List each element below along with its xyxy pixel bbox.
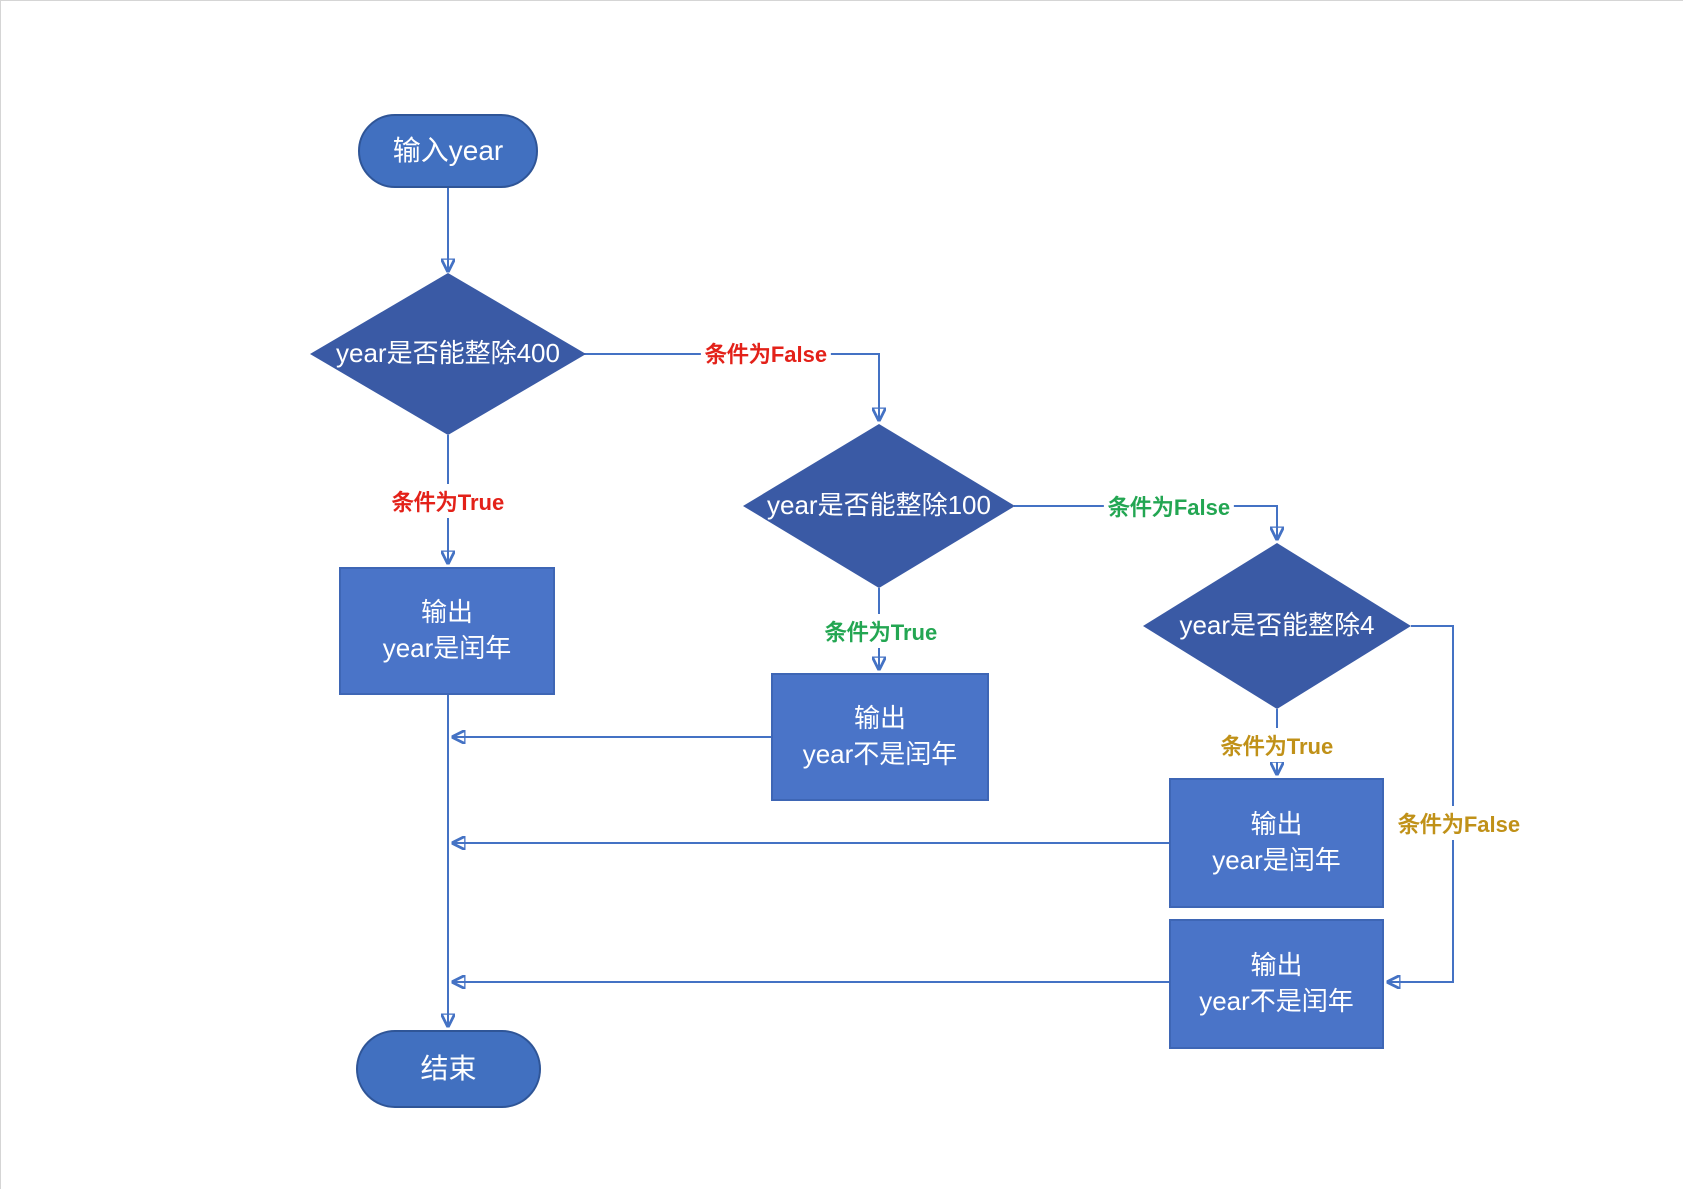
node-check-divisible-100-label: year是否能整除100 [767, 490, 991, 521]
edge-check100-false-to-check4 [1014, 505, 1277, 539]
node-output-leap-a: 输出 year是闰年 [339, 567, 555, 695]
edge-label-check100-false: 条件为False [1103, 489, 1235, 523]
node-end: 结束 [356, 1030, 541, 1108]
node-output-leap-b-label: 输出 year是闰年 [1212, 809, 1341, 875]
edge-check4-false-to-output [1388, 625, 1454, 982]
edge-check400-false-to-check100 [584, 353, 879, 420]
edge-label-check4-true: 条件为True [1216, 728, 1338, 762]
edge-label-check400-false: 条件为False [700, 336, 832, 370]
edge-label-check4-false: 条件为False [1393, 806, 1525, 840]
node-check-divisible-4-label: year是否能整除4 [1179, 610, 1375, 641]
node-start: 输入year [358, 114, 538, 188]
node-check-divisible-400-label: year是否能整除400 [336, 338, 560, 369]
node-output-leap-a-label: 输出 year是闰年 [382, 597, 512, 663]
node-output-leap-b: 输出 year是闰年 [1169, 778, 1384, 908]
node-output-not-leap-a: 输出 year不是闰年 [771, 673, 989, 801]
node-output-not-leap-b-label: 输出 year不是闰年 [1199, 950, 1354, 1016]
node-end-label: 结束 [420, 1052, 477, 1084]
edge-label-check400-true: 条件为True [387, 484, 509, 518]
node-output-not-leap-b: 输出 year不是闰年 [1169, 919, 1384, 1049]
node-start-label: 输入year [392, 134, 504, 166]
node-output-not-leap-a-label: 输出 year不是闰年 [802, 703, 958, 769]
edge-label-check100-true: 条件为True [820, 614, 942, 648]
